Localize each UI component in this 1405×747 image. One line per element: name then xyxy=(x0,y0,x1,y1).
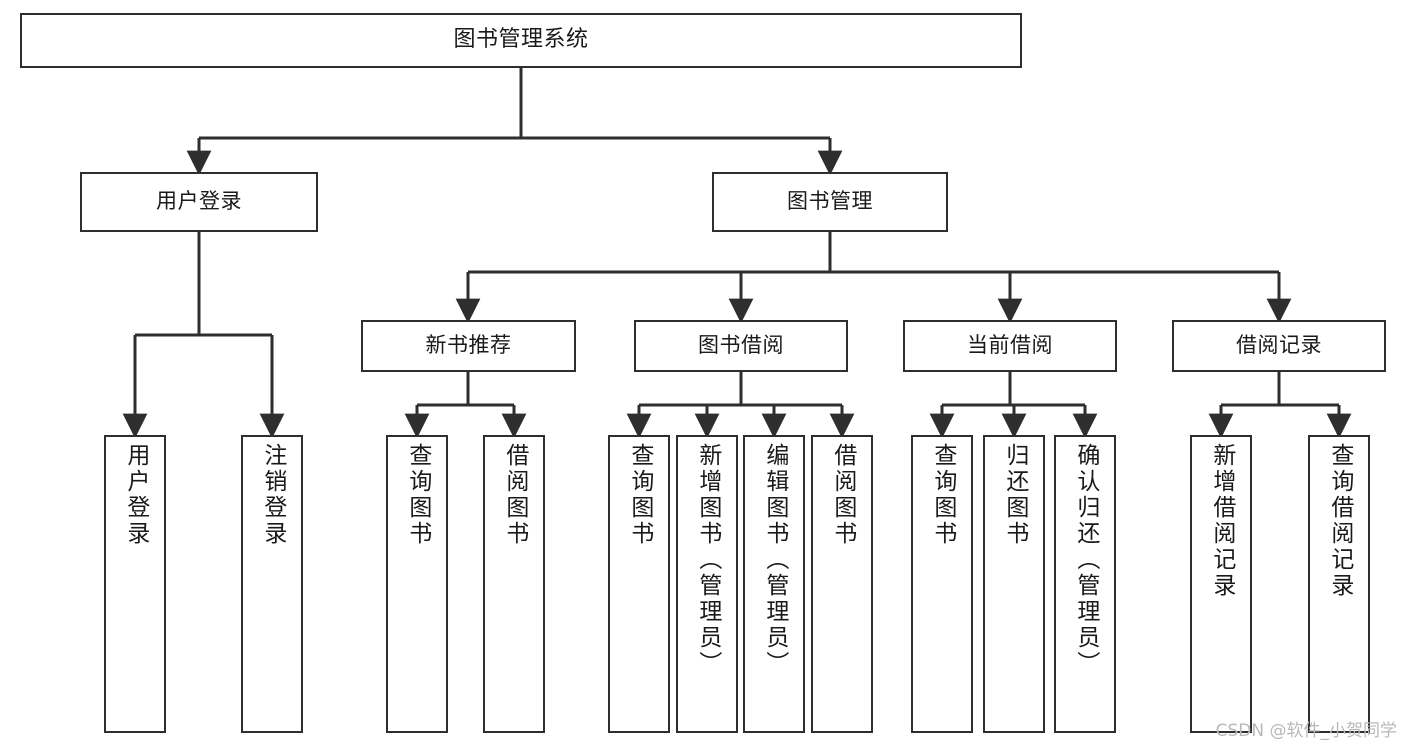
node-current-borrow[interactable]: 当前借阅 xyxy=(903,320,1117,372)
node-leaf-query-book-borrow[interactable]: 查询图书 xyxy=(608,435,670,733)
node-leaf-confirm-return-admin-label: 确认归还（管理员） xyxy=(1072,443,1099,677)
node-current-borrow-label: 当前借阅 xyxy=(967,333,1053,358)
node-leaf-query-borrow-record-label: 查询借阅记录 xyxy=(1326,443,1353,599)
node-leaf-user-login[interactable]: 用户登录 xyxy=(104,435,166,733)
node-leaf-borrow-book-label: 借阅图书 xyxy=(829,443,856,547)
node-leaf-edit-book-admin-label: 编辑图书（管理员） xyxy=(761,443,788,677)
node-user-login[interactable]: 用户登录 xyxy=(80,172,318,232)
node-leaf-query-book-borrow-label: 查询图书 xyxy=(626,443,653,547)
node-leaf-confirm-return-admin[interactable]: 确认归还（管理员） xyxy=(1054,435,1116,733)
node-leaf-query-book-current[interactable]: 查询图书 xyxy=(911,435,973,733)
node-new-book-recommend[interactable]: 新书推荐 xyxy=(361,320,576,372)
node-leaf-return-book-label: 归还图书 xyxy=(1001,443,1028,547)
node-book-management[interactable]: 图书管理 xyxy=(712,172,948,232)
node-leaf-user-logout[interactable]: 注销登录 xyxy=(241,435,303,733)
node-user-login-label: 用户登录 xyxy=(156,189,242,214)
node-leaf-add-book-admin-label: 新增图书（管理员） xyxy=(694,443,721,677)
node-leaf-query-book-current-label: 查询图书 xyxy=(929,443,956,547)
node-book-borrow[interactable]: 图书借阅 xyxy=(634,320,848,372)
node-leaf-borrow-book[interactable]: 借阅图书 xyxy=(811,435,873,733)
node-borrow-record[interactable]: 借阅记录 xyxy=(1172,320,1386,372)
node-borrow-record-label: 借阅记录 xyxy=(1236,333,1322,358)
node-book-management-label: 图书管理 xyxy=(787,189,873,214)
node-root-label: 图书管理系统 xyxy=(453,27,589,53)
node-leaf-add-borrow-record[interactable]: 新增借阅记录 xyxy=(1190,435,1252,733)
node-leaf-edit-book-admin[interactable]: 编辑图书（管理员） xyxy=(743,435,805,733)
node-leaf-user-login-label: 用户登录 xyxy=(122,443,149,547)
node-leaf-query-book-recommend-label: 查询图书 xyxy=(404,443,431,547)
csdn-watermark: CSDN @软件_小贺同学 xyxy=(1215,721,1397,741)
node-leaf-add-book-admin[interactable]: 新增图书（管理员） xyxy=(676,435,738,733)
node-leaf-borrow-book-recommend-label: 借阅图书 xyxy=(501,443,528,547)
node-book-borrow-label: 图书借阅 xyxy=(698,333,784,358)
node-leaf-query-book-recommend[interactable]: 查询图书 xyxy=(386,435,448,733)
node-leaf-query-borrow-record[interactable]: 查询借阅记录 xyxy=(1308,435,1370,733)
node-leaf-add-borrow-record-label: 新增借阅记录 xyxy=(1208,443,1235,599)
node-leaf-borrow-book-recommend[interactable]: 借阅图书 xyxy=(483,435,545,733)
node-new-book-recommend-label: 新书推荐 xyxy=(425,333,512,358)
node-root[interactable]: 图书管理系统 xyxy=(20,13,1022,68)
node-leaf-return-book[interactable]: 归还图书 xyxy=(983,435,1045,733)
node-leaf-user-logout-label: 注销登录 xyxy=(259,443,286,547)
